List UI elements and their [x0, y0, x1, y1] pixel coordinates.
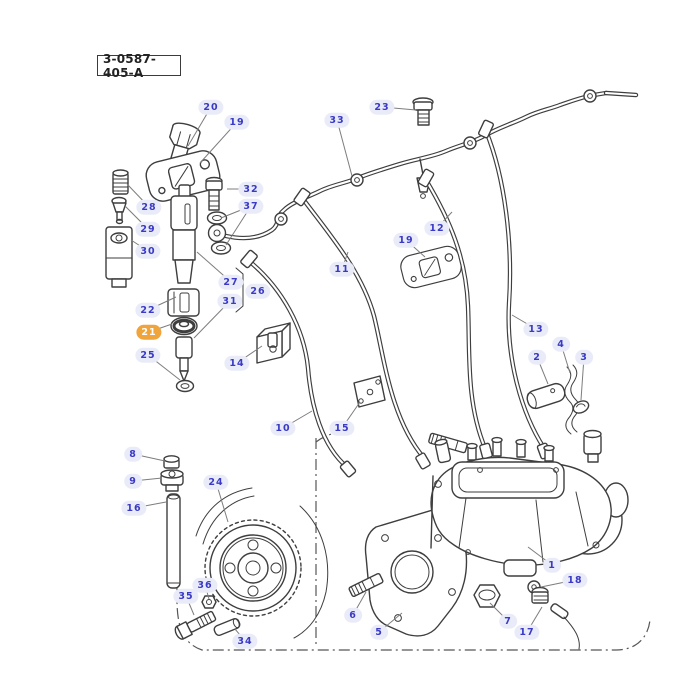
- bracket-26: [235, 267, 244, 313]
- leader-line-29: [124, 205, 149, 230]
- part-22-nozzle-holder: [167, 288, 200, 317]
- timing-case-arcs: [195, 487, 329, 639]
- leader-line-19: [199, 121, 238, 164]
- leader-line-27: [196, 251, 232, 283]
- leader-line-9: [132, 477, 163, 482]
- part-13-injector-pipe: [483, 128, 547, 451]
- leader-line-16: [133, 501, 167, 509]
- part-4-gasket-strip: [564, 364, 580, 435]
- part-33-leak-off-pipe: [223, 89, 639, 241]
- part-37-washers: [206, 211, 232, 255]
- part-12-injector-pipe: [423, 177, 488, 451]
- leader-line-3: [580, 356, 585, 401]
- part-15-plate: [353, 375, 386, 408]
- part-17-fitting: [531, 586, 580, 650]
- part-16-tube: [166, 493, 181, 589]
- part-6-stud: [348, 573, 384, 597]
- leader-line-21: [148, 323, 173, 333]
- part-24-timing-gear: [201, 516, 305, 620]
- pump-top-fittings: [434, 429, 602, 464]
- leader-line-35: [185, 595, 195, 616]
- drawing-number-box: 3-0587-405-A: [97, 52, 181, 80]
- part-28-element: [112, 169, 129, 195]
- part-19-clamp-plate-right: [400, 245, 462, 289]
- part-3-clip: [572, 400, 590, 414]
- leader-line-37: [220, 205, 252, 219]
- part-27-injector-body: [170, 184, 198, 284]
- part-23-bolt: [412, 97, 434, 126]
- part-1-injection-pump: [430, 429, 629, 577]
- leader-line-34: [234, 628, 246, 642]
- part-8-cap: [163, 455, 180, 469]
- leader-line-30: [130, 239, 149, 252]
- part-25-washer: [175, 379, 195, 393]
- part-21-seal-ring: [170, 316, 198, 336]
- part-32-banjo-bolt: [205, 176, 223, 211]
- part-6-stud-upper: [428, 432, 468, 454]
- leader-line-10: [282, 410, 313, 429]
- part-30-holder-sleeve: [105, 226, 133, 288]
- part-35-bolt: [174, 610, 217, 640]
- leader-line-18: [540, 579, 576, 588]
- part-11-injector-pipe: [300, 196, 427, 461]
- part-7-nut: [473, 584, 501, 608]
- part-19-clamp-plate: [145, 150, 221, 202]
- part-29-valve: [111, 196, 127, 225]
- part-14-pipe-clamp: [256, 322, 291, 364]
- part-2-pin: [526, 382, 566, 410]
- part-9-fitting: [160, 469, 184, 492]
- leader-line-17: [526, 606, 543, 633]
- leader-line-33: [336, 119, 353, 177]
- part-10-injector-pipe: [246, 258, 350, 470]
- leader-line-8: [132, 453, 166, 462]
- drawing-number: 3-0587-405-A: [103, 51, 157, 80]
- leader-line-25: [147, 354, 181, 381]
- leader-line-23: [381, 106, 417, 111]
- leader-line-28: [126, 183, 150, 208]
- part-36-nut: [201, 595, 217, 609]
- leader-line-13: [511, 314, 537, 330]
- pipe-union-nuts: [240, 119, 552, 478]
- part-31-nozzle: [175, 336, 193, 382]
- leader-line-15: [341, 401, 361, 429]
- leader-line-7: [489, 602, 509, 622]
- leader-line-2: [536, 356, 549, 385]
- part-34-pin: [213, 618, 241, 636]
- leader-line-4: [560, 343, 571, 374]
